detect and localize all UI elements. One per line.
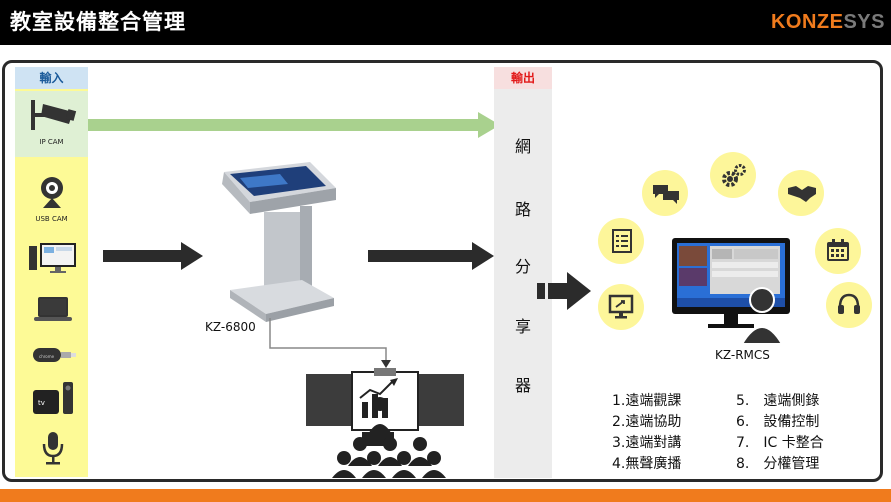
- brand-logo: KONZESYS: [771, 11, 885, 34]
- classroom-icon: [306, 368, 464, 478]
- chromecast-icon: chrome: [33, 348, 76, 362]
- svg-text:chrome: chrome: [39, 354, 55, 359]
- microphone-icon: [42, 432, 64, 465]
- desktop-computer-icon: [29, 243, 76, 273]
- remote-screen-circle: [598, 284, 644, 330]
- switch-char-1: 網: [514, 137, 531, 156]
- header-bar: [0, 0, 891, 45]
- switch-char-3: 分: [514, 257, 531, 276]
- podium-to-switch-arrow: [368, 242, 494, 270]
- ipcam-cell: [15, 91, 88, 157]
- feature-7: 7. IC 卡整合: [736, 435, 824, 451]
- gears-icon: [722, 164, 746, 187]
- podium-kz6800: [222, 162, 336, 322]
- feature-5: 5. 遠端側錄: [736, 393, 820, 409]
- usbcam-label: USB CAM: [35, 215, 68, 223]
- page-title: 教室設備整合管理: [10, 10, 186, 34]
- switch-char-4: 享: [514, 317, 531, 336]
- calendar-icon: [827, 239, 849, 261]
- feature-8: 8. 分權管理: [736, 456, 820, 472]
- headset-icon: [838, 293, 860, 314]
- ipcam-label: IP CAM: [39, 138, 64, 146]
- podium-to-classroom-connector: [269, 318, 391, 368]
- feature-6: 6. 設備控制: [736, 414, 820, 430]
- checklist-icon: [612, 229, 632, 253]
- apple-tv-icon: tv: [33, 382, 73, 414]
- input-to-podium-arrow: [103, 242, 203, 270]
- feature-4: 4.無聲廣播: [612, 456, 682, 472]
- switch-char-5: 器: [514, 376, 531, 395]
- input-header: 輸入: [15, 67, 88, 89]
- network-switch-column: [494, 67, 552, 478]
- logo-suffix: SYS: [843, 11, 885, 33]
- headset-circle: [826, 282, 872, 328]
- laptop-icon: [34, 297, 72, 321]
- ipcam-to-switch-arrow: [88, 112, 500, 138]
- handshake-icon: [788, 186, 816, 202]
- remote-screen-icon: [608, 294, 634, 319]
- feature-3: 3.遠端對講: [612, 435, 682, 451]
- feature-2: 2.遠端協助: [612, 414, 682, 430]
- feature-1: 1.遠端觀課: [612, 393, 682, 409]
- switch-char-2: 路: [514, 200, 531, 219]
- chat-bubbles-icon: [653, 185, 679, 204]
- logo-prefix: KONZE: [770, 11, 844, 33]
- switch-to-rmcs-arrow: [537, 272, 591, 310]
- rmcs-label: KZ-RMCS: [715, 348, 770, 362]
- podium-label: KZ-6800: [205, 320, 256, 334]
- output-header: 輸出: [494, 67, 552, 89]
- svg-text:tv: tv: [38, 399, 45, 407]
- rmcs-monitor: [672, 238, 790, 345]
- usb-camera-icon: [41, 177, 63, 208]
- ip-camera-icon: [31, 100, 77, 130]
- bottom-accent-bar: [0, 489, 891, 502]
